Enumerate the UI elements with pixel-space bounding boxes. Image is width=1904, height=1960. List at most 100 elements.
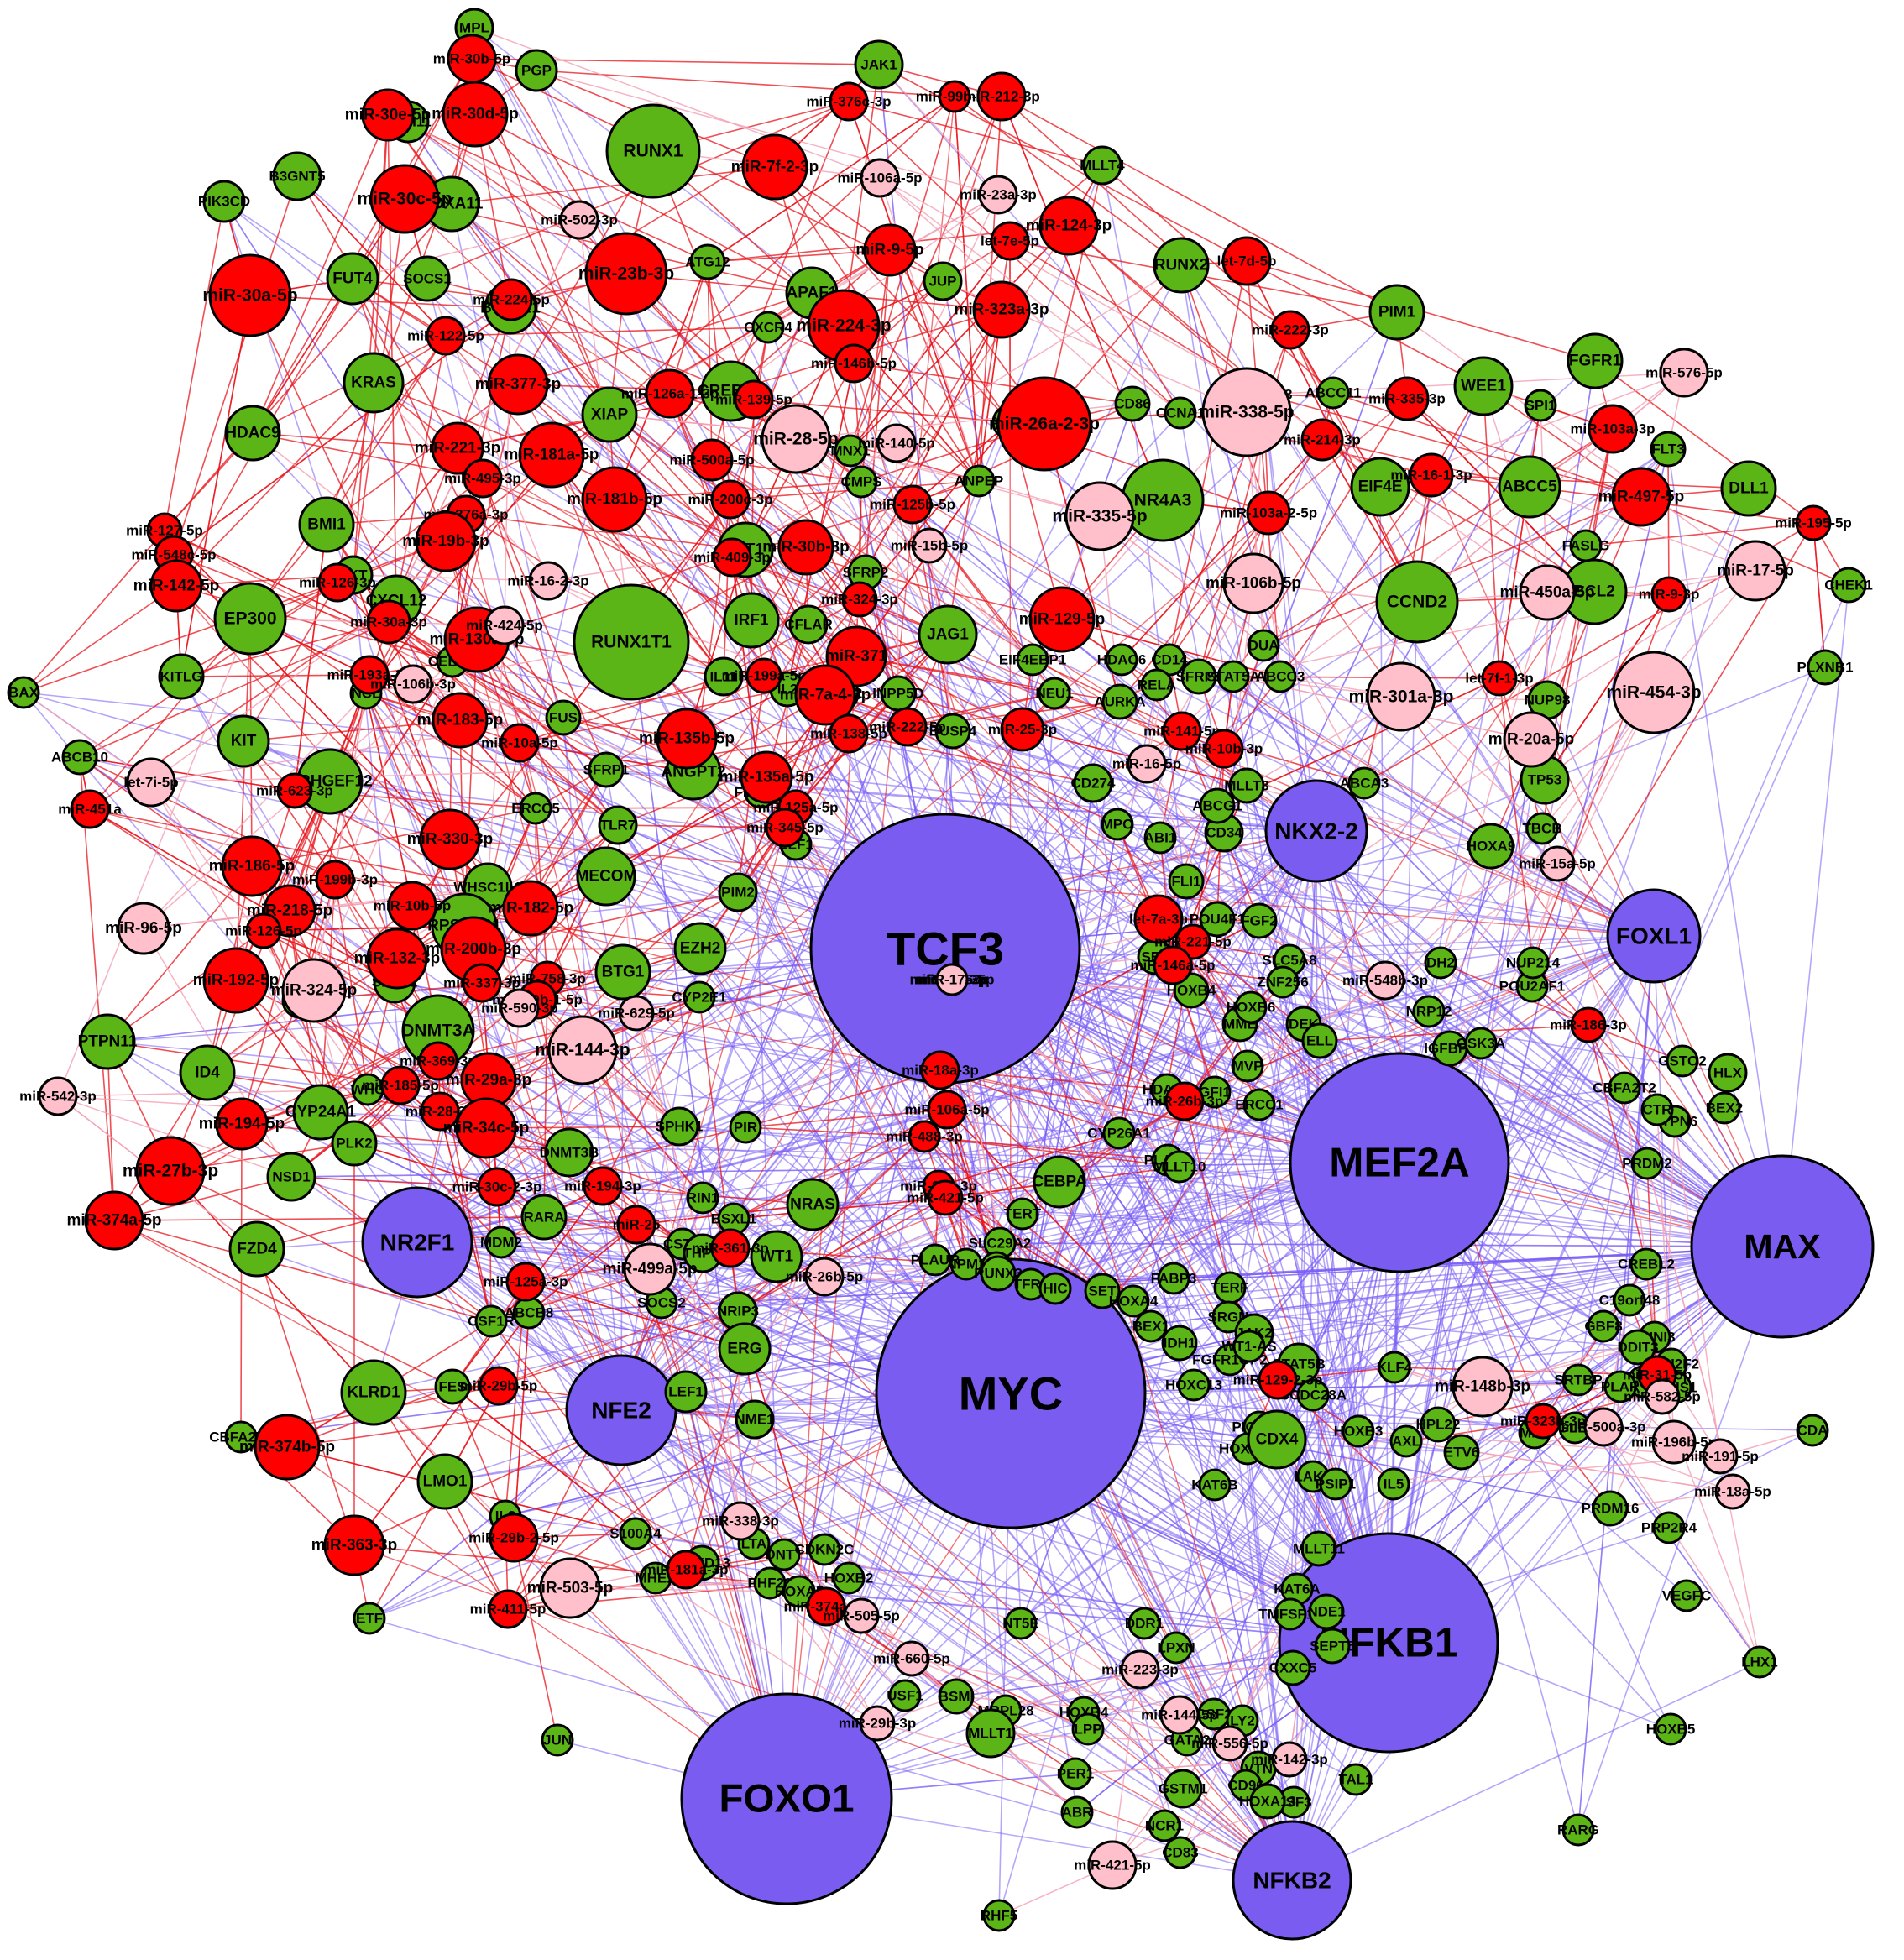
node-mir-337-3p[interactable]: miR-337-3p <box>443 963 520 1003</box>
node-mir-96-5p[interactable]: miR-96-5p <box>105 902 182 955</box>
node-abr[interactable]: ABR <box>1060 1795 1094 1829</box>
node-neu1[interactable]: NEU1 <box>1035 677 1074 710</box>
node-etv6[interactable]: ETV6 <box>1443 1434 1480 1471</box>
node-mir-181b-5p[interactable]: miR-181b-5p <box>567 466 662 533</box>
node-cmps[interactable]: CMPS <box>840 465 882 499</box>
node-mir-212-3p[interactable]: miR-212-3p <box>963 71 1040 122</box>
node-mir-148b-3p[interactable]: miR-148b-3p <box>1435 1356 1530 1418</box>
node-socs1[interactable]: SOCS1 <box>403 255 452 302</box>
node-ccdc28a[interactable]: CCDC28A <box>1279 1378 1347 1412</box>
node-mir-10b-3p[interactable]: miR-10b-3p <box>1185 729 1263 769</box>
node-cd83[interactable]: CD83 <box>1162 1836 1199 1869</box>
node-nr2f1[interactable]: NR2F1 <box>361 1186 473 1299</box>
node-let-7f-1-3p[interactable]: let-7f-1-3p <box>1465 660 1534 697</box>
node-mir-195-5p[interactable]: miR-195-5p <box>1775 504 1852 541</box>
node-hdac6[interactable]: HDAC6 <box>1097 643 1147 677</box>
node-bmi1[interactable]: BMI1 <box>298 496 355 553</box>
node-mir-129-2-3p[interactable]: miR-129-2-3p <box>1233 1360 1323 1400</box>
node-mef2a[interactable]: MEF2A <box>1289 1052 1510 1273</box>
node-mir-199b-3p[interactable]: miR-199b-3p <box>292 860 378 900</box>
node-mir-374b-5p[interactable]: miR-374b-5p <box>239 1414 335 1481</box>
node-jun[interactable]: JUN <box>541 1723 574 1757</box>
node-hoxa9[interactable]: HOXA9 <box>1467 823 1516 870</box>
node-mir-9-5p[interactable]: miR-9-5p <box>855 223 924 277</box>
node-cdkn2c[interactable]: CDKN2C <box>795 1533 855 1566</box>
node-prp2r4[interactable]: PRP2R4 <box>1641 1511 1697 1544</box>
node-dusp4[interactable]: DUSP4 <box>929 713 977 750</box>
node-wt1-as[interactable]: WT1-AS <box>1221 1330 1277 1363</box>
node-ccna1[interactable]: CCNA1 <box>1156 396 1206 430</box>
node-lmo1[interactable]: LMO1 <box>416 1453 473 1510</box>
node-fgfr1[interactable]: FGFR1 <box>1567 332 1624 389</box>
node-sphk1[interactable]: SPHK1 <box>656 1106 704 1147</box>
node-znf256[interactable]: ZNF256 <box>1257 965 1309 999</box>
node-mir-377-3p[interactable]: miR-377-3p <box>475 353 561 416</box>
node-spi1[interactable]: SPI1 <box>1524 389 1557 422</box>
node-mir-10b-5p[interactable]: miR-10b-5p <box>374 881 452 931</box>
node-mir-409-3p[interactable]: miR-409-3p <box>693 537 771 578</box>
node-mir-29b-2-5p[interactable]: miR-29b-2-5p <box>468 1513 559 1563</box>
node-irf1[interactable]: IRF1 <box>723 592 780 649</box>
node-mir-548b-3p[interactable]: miR-548b-3p <box>1342 960 1428 1001</box>
node-mir-144-5p[interactable]: miR-144-5p <box>1141 1695 1218 1735</box>
node-cebpa[interactable]: CEBPA <box>1032 1155 1087 1209</box>
node-mir-28-5p[interactable]: miR-28-5p <box>753 404 839 474</box>
node-mpo[interactable]: MPO <box>1101 808 1134 841</box>
node-mir-26b-3p[interactable]: miR-26b-3p <box>1146 1081 1224 1121</box>
node-mir-199a-5p[interactable]: miR-199a-5p <box>721 657 807 694</box>
node-mir-142-5p[interactable]: miR-142-5p <box>133 559 219 613</box>
node-abcc3[interactable]: ABCC3 <box>1256 660 1305 693</box>
node-pim2[interactable]: PIM2 <box>718 872 758 912</box>
node-faslg[interactable]: FASLG <box>1562 529 1610 562</box>
node-nde1[interactable]: NDE1 <box>1307 1593 1346 1630</box>
node-nfe2[interactable]: NFE2 <box>565 1354 677 1466</box>
node-let-7i-5p[interactable]: let-7i-5p <box>123 757 179 808</box>
node-mir-335-5p[interactable]: miR-335-5p <box>1052 481 1148 551</box>
node-mir-223-3p[interactable]: miR-223-3p <box>1101 1649 1179 1690</box>
node-s100a4[interactable]: S100A4 <box>609 1517 662 1550</box>
node-mir-374a-5p[interactable]: miR-374a-5p <box>67 1190 162 1251</box>
node-mir-542-3p[interactable]: miR-542-3p <box>19 1076 97 1116</box>
node-pim1[interactable]: PIM1 <box>1368 284 1425 341</box>
node-csf1r[interactable]: CSF1R <box>468 1304 515 1338</box>
node-fut4[interactable]: FUT4 <box>326 252 379 306</box>
node-ddr1[interactable]: DDR1 <box>1125 1607 1164 1640</box>
node-mir-186-5p[interactable]: miR-186-5p <box>209 835 295 897</box>
node-mllt1[interactable]: MLLT1 <box>965 1708 1016 1759</box>
node-mir-582-5p[interactable]: miR-582-5p <box>1624 1378 1701 1415</box>
node-nup98[interactable]: NUP98 <box>1525 680 1571 720</box>
node-mir-34c-5p[interactable]: miR-34c-5p <box>443 1097 529 1159</box>
node-kat6b[interactable]: KAT6B <box>1191 1468 1238 1502</box>
node-hoxb2[interactable]: HOXB2 <box>824 1561 874 1595</box>
node-jag1[interactable]: JAG1 <box>918 604 978 665</box>
node-hlx[interactable]: HLX <box>1708 1053 1748 1093</box>
node-per1[interactable]: PER1 <box>1057 1757 1094 1790</box>
node-abca3[interactable]: ABCA3 <box>1340 766 1389 800</box>
node-ercc1[interactable]: ERCC1 <box>1235 1088 1284 1121</box>
node-mir-590-3p[interactable]: miR-590-3p <box>481 988 558 1028</box>
node-let-7d-5p[interactable]: let-7d-5p <box>1217 236 1277 286</box>
node-nr4a3[interactable]: NR4A3 <box>1121 458 1205 542</box>
node-mir-30d-5p[interactable]: miR-30d-5p <box>432 81 519 148</box>
node-mir-16-5p[interactable]: miR-16-5p <box>1112 744 1181 784</box>
node-cda[interactable]: CDA <box>1796 1414 1829 1447</box>
node-mir-29b-5p[interactable]: miR-29b-5p <box>460 1366 538 1406</box>
node-mir-345-5p[interactable]: miR-345-5p <box>746 808 824 848</box>
node-mvp[interactable]: MVP <box>1231 1049 1264 1083</box>
node-mir-183-5p[interactable]: miR-183-5p <box>417 692 503 749</box>
node-etf[interactable]: ETF <box>353 1602 386 1635</box>
node-fgf2[interactable]: FGF2 <box>1241 902 1278 939</box>
node-npm1[interactable]: NPM1 <box>946 1247 986 1281</box>
node-mir-376c-3p[interactable]: miR-376c-3p <box>806 81 892 122</box>
node-mir-19b-3p[interactable]: miR-19b-3p <box>402 510 489 572</box>
node-nt5e[interactable]: NT5E <box>1002 1607 1039 1640</box>
node-dntt[interactable]: DNTT <box>765 1538 803 1571</box>
node-atg12[interactable]: ATG12 <box>685 243 730 280</box>
node-fzd4[interactable]: FZD4 <box>228 1220 285 1278</box>
node-wee1[interactable]: WEE1 <box>1453 356 1514 416</box>
node-mir-17-3p[interactable]: miR-17-3p <box>918 963 986 996</box>
node-mir-502-3p[interactable]: miR-502-3p <box>541 200 618 240</box>
node-mir-15b-5p[interactable]: miR-15b-5p <box>891 527 969 564</box>
node-plk2[interactable]: PLK2 <box>331 1120 378 1167</box>
node-mir-497-5p[interactable]: miR-497-5p <box>1598 467 1684 527</box>
